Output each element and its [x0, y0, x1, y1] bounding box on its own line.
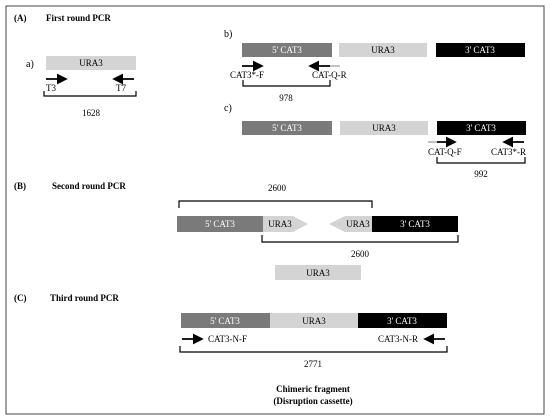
- fragment2-ura3-label: URA3: [346, 219, 370, 229]
- panel-b-5cat3-label: 5' CAT3: [272, 45, 302, 55]
- panel-b-bracket: [242, 80, 331, 87]
- panel-b-5cat3-block: [242, 43, 332, 57]
- panel-c-5cat3-label: 5' CAT3: [272, 123, 302, 133]
- panel-c-3cat3-block: [437, 121, 526, 135]
- fragment1-5cat3-label: 5' CAT3: [205, 219, 235, 229]
- cassette-ura3-block: [270, 313, 358, 328]
- figure-border: [5, 5, 545, 415]
- cassette-caption-line2: (Disruption cassette): [273, 396, 352, 406]
- panel-b-ura3-label: URA3: [371, 45, 395, 55]
- panel-c-3cat3-label: 3' CAT3: [466, 123, 496, 133]
- panel-c-label: c): [224, 103, 232, 114]
- panel-a-ura3-block: [46, 56, 136, 70]
- panel-b-3cat3-block: [436, 43, 525, 57]
- section-b-title: Second round PCR: [52, 181, 126, 191]
- second-round-size-top: 2600: [268, 183, 287, 193]
- section-b-label: (B): [14, 181, 26, 191]
- section-a-label: (A): [14, 13, 27, 23]
- cassette-5cat3-label: 5' CAT3: [210, 316, 240, 326]
- fragment2-ura3-arrow-block: [329, 216, 372, 232]
- fragment1-5cat3-block: [177, 216, 263, 232]
- ura3-template-block: [275, 265, 361, 280]
- panel-c-ura3-block: [340, 121, 428, 135]
- panel-b-ura3-block: [339, 43, 427, 57]
- panel-c-bracket: [436, 157, 526, 164]
- cassette-caption-line1: Chimeric fragment: [276, 384, 350, 394]
- cassette-bracket: [179, 346, 448, 353]
- primer-t7-label: T7: [116, 83, 126, 93]
- panel-a-bracket: [43, 91, 137, 97]
- cassette-3cat3-block: [358, 313, 447, 328]
- cassette-5cat3-block: [181, 313, 270, 328]
- primer-cat3nr-label: CAT3-N-R: [378, 334, 418, 344]
- primer-t3-label: T3: [46, 83, 56, 93]
- primer-catqf-label: CAT-Q-F: [428, 147, 462, 157]
- fragment1-ura3-arrow-block: [263, 216, 308, 232]
- panel-b-size: 978: [279, 93, 293, 103]
- cassette-size: 2771: [304, 359, 322, 369]
- panel-c-ura3-label: URA3: [372, 123, 396, 133]
- fragment2-3cat3-label: 3' CAT3: [400, 219, 430, 229]
- cassette-ura3-label: URA3: [302, 316, 326, 326]
- second-round-size-bottom: 2600: [351, 249, 370, 259]
- panel-b-label: b): [224, 29, 232, 40]
- primer-cat3f-label: CAT3*-F: [230, 70, 264, 80]
- panel-c-size: 992: [474, 169, 488, 179]
- section-a-title: First round PCR: [46, 13, 111, 23]
- panel-a-size: 1628: [82, 108, 101, 118]
- second-round-top-bracket: [178, 200, 373, 208]
- fragment1-ura3-label: URA3: [268, 219, 292, 229]
- fragment2-3cat3-block: [372, 216, 458, 232]
- cassette-3cat3-label: 3' CAT3: [387, 316, 417, 326]
- primer-cat3r-label: CAT3*-R: [491, 147, 526, 157]
- panel-c-5cat3-block: [242, 121, 332, 135]
- panel-a-ura3-label: URA3: [79, 58, 103, 68]
- panel-a-label: a): [26, 59, 34, 70]
- primer-catqr-label: CAT-Q-R: [312, 70, 347, 80]
- section-c-label: (C): [14, 293, 27, 303]
- panel-b-3cat3-label: 3' CAT3: [465, 45, 495, 55]
- section-c-title: Third round PCR: [50, 293, 119, 303]
- second-round-bottom-bracket: [261, 235, 459, 243]
- primer-cat3nf-label: CAT3-N-F: [208, 334, 247, 344]
- ura3-template-label: URA3: [306, 268, 330, 278]
